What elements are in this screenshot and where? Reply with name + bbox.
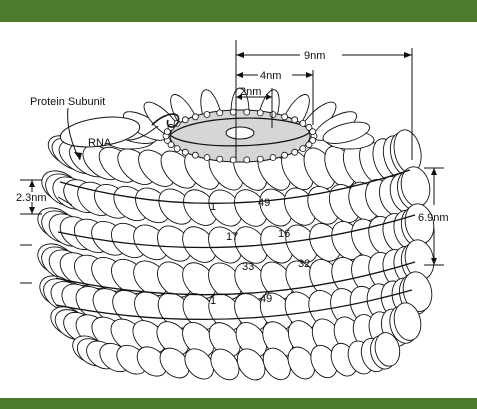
dim-2-3nm-label: 2.3nm <box>16 192 47 204</box>
rna-bead <box>282 152 288 158</box>
subunit-number: 49 <box>258 197 270 209</box>
dim-4nm-label: 4nm <box>260 70 281 82</box>
rna-bead <box>306 142 312 148</box>
rna-bead <box>192 152 198 158</box>
subunit-number: 32 <box>298 258 310 270</box>
dim-9nm-label: 9nm <box>304 50 325 62</box>
arrowhead-6-9-top <box>431 168 437 175</box>
rna-bead <box>204 155 210 161</box>
rna-bead <box>217 110 223 116</box>
subunit-number: 16 <box>278 228 290 240</box>
rna-bead <box>300 120 306 126</box>
rna-label: RNA <box>88 137 112 149</box>
arrowhead-2-3-top <box>29 180 35 187</box>
rna-bead <box>257 110 263 116</box>
rna-bead <box>292 117 298 123</box>
rna-bead <box>244 109 250 115</box>
rna-bead <box>174 146 180 152</box>
rna-bead <box>192 114 198 120</box>
rna-bead <box>230 109 236 115</box>
arrowhead-9nm-right <box>404 52 412 58</box>
arrowhead-4nm-right <box>306 72 313 78</box>
protein-subunit-label: Protein Subunit <box>30 96 105 108</box>
dim-2nm-label: 2nm <box>240 86 261 98</box>
rna-bead <box>310 129 316 135</box>
rna-bead <box>270 112 276 118</box>
rna-bead <box>230 157 236 163</box>
central-hole <box>226 127 254 139</box>
rna-bead <box>292 149 298 155</box>
subunit-number: 1 <box>210 295 216 307</box>
arrowhead-9nm-left <box>236 52 244 58</box>
rna-bead <box>204 112 210 118</box>
rna-bead <box>257 156 263 162</box>
subunit-number: 1 <box>210 201 216 213</box>
subunit-number: 49 <box>260 293 272 305</box>
rna-bead <box>282 114 288 120</box>
central-core <box>163 109 317 163</box>
arrowhead-2-3-bottom <box>29 207 35 214</box>
subunit-number: 33 <box>242 261 254 273</box>
rna-bead <box>182 149 188 155</box>
rna-bead <box>217 156 223 162</box>
arrowhead-4nm-left <box>236 72 243 78</box>
rna-bead <box>244 157 250 163</box>
rna-bead <box>182 117 188 123</box>
rna-bead <box>270 155 276 161</box>
dim-6-9nm-label: 6.9nm <box>418 212 449 224</box>
subunit-number: 17 <box>226 231 238 243</box>
rna-bead <box>300 146 306 152</box>
